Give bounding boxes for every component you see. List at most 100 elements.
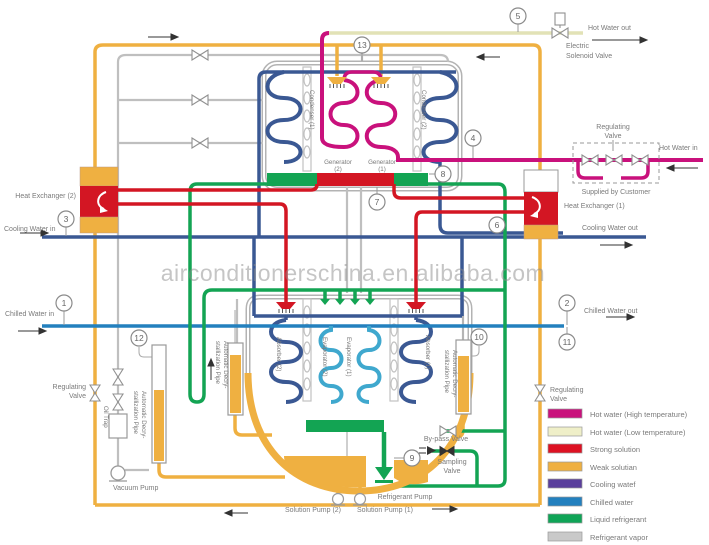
purge-valve-1 [191, 49, 209, 61]
evaporator-2-label: Evaporator (2) [321, 337, 328, 377]
generator-1-num: (1) [378, 166, 386, 173]
svg-text:Hot water (High temperature): Hot water (High temperature) [590, 410, 688, 419]
supplied-by-customer-label: Supplied by Customer [582, 189, 652, 196]
marker-12: 12 [130, 329, 148, 347]
diagram-labels: Hot Water out Electric Solenoid Valve Re… [4, 25, 698, 514]
lower-shell-absorber-evaporator [245, 294, 473, 375]
svg-text:12: 12 [134, 333, 144, 343]
svg-text:1: 1 [62, 298, 67, 308]
customer-regulating-valves [572, 140, 660, 184]
chilled-water-coils [318, 326, 382, 404]
sampling-valve-label-1: Sampling [437, 459, 466, 466]
purge-valve-3 [191, 137, 209, 149]
legend-item: Refrigerant vapor [547, 531, 648, 542]
svg-text:Cooling watef: Cooling watef [590, 480, 636, 489]
regulating-valve-top-label-2: Valve [605, 133, 622, 140]
vacuum-pump-label: Vacuum Pump [113, 485, 158, 492]
legend: Hot water (High temperature) Hot water (… [547, 408, 688, 542]
svg-text:Weak solutian: Weak solutian [590, 463, 637, 472]
heat-exchanger-2-block [79, 166, 119, 234]
marker-6: 6 [488, 216, 506, 234]
marker-3: 3 [57, 210, 75, 228]
hot-water-out-label: Hot Water out [588, 25, 631, 32]
cooling-water-pipes [42, 70, 646, 404]
svg-text:10: 10 [474, 332, 484, 342]
oil-trap-box [108, 413, 128, 439]
marker-1: 1 [55, 294, 73, 312]
svg-text:Refrigerant vapor: Refrigerant vapor [590, 533, 648, 542]
cooling-water-in-label: Cooling Water in [4, 226, 56, 233]
sampling-valve-label-2: Valve [444, 468, 461, 475]
svg-text:7: 7 [375, 197, 380, 207]
chilled-water-in-label: Chilled Water in [5, 311, 54, 318]
electric-solenoid-label-1: Electric [566, 43, 589, 50]
bypass-valve-label: By-pass Valve [424, 436, 468, 443]
regulating-valve-left-label-1: Regulating [53, 384, 87, 391]
svg-text:6: 6 [495, 220, 500, 230]
decry-left-outer-label-1: Automatic Decry- [140, 391, 147, 438]
vacuum-pump-symbol [109, 465, 127, 482]
regulating-valve-left [89, 384, 101, 402]
regulating-valve-left-label-2: Valve [69, 393, 86, 400]
solution-pump-1-label: Solution Pump (1) [357, 507, 413, 514]
purge-valve-2 [191, 94, 209, 106]
liquid-refrigerant-pipes [188, 182, 507, 488]
heat-exchanger-1-block [523, 169, 559, 240]
svg-text:3: 3 [64, 214, 69, 224]
generator-1-label: Generator [368, 159, 396, 166]
legend-item: Liquid refrigerant [547, 513, 647, 524]
absorber-1-label: Absorber (1) [424, 335, 431, 369]
decry-left-inner-label-2: stallization Pipe [214, 341, 221, 385]
svg-text:2: 2 [565, 298, 570, 308]
watermark-text: airconditionerschina.en.alibaba.com [161, 260, 545, 286]
legend-item: Chilled water [547, 496, 634, 507]
refrigerant-vapor-pipes [116, 53, 465, 472]
decry-left-inner-label-1: Automatic Decry- [222, 341, 229, 388]
strong-solution-pipes [118, 183, 524, 302]
electric-solenoid-label-2: Solenoid Valve [566, 53, 612, 60]
refrigerant-band-right [394, 173, 428, 186]
hot-water-high-pipes [320, 31, 703, 180]
heat-exchanger-2-label: Heat Exchanger (2) [15, 193, 76, 200]
marker-5: 5 [509, 7, 527, 25]
svg-text:Liquid refrigerant: Liquid refrigerant [590, 515, 647, 524]
flow-arrows [18, 33, 698, 517]
decrystallization-tubes [151, 339, 472, 464]
decry-right-label-2: stallization Pipe [443, 350, 450, 394]
chilled-water-out-label: Chilled Water out [584, 308, 637, 315]
svg-text:4: 4 [471, 133, 476, 143]
absorber-dome [244, 372, 474, 495]
numbered-markers: 1 2 3 4 5 6 7 8 9 10 11 12 13 [55, 7, 576, 467]
svg-text:Hot water (Low temperature): Hot water (Low temperature) [590, 428, 686, 437]
regulating-valve-right-label-1: Regulating [550, 387, 584, 394]
svg-text:8: 8 [441, 169, 446, 179]
marker-9: 9 [403, 449, 421, 467]
legend-item: Strong solution [547, 443, 640, 454]
strong-solution-band [317, 173, 394, 186]
evaporator-1-label: Evaporator (1) [345, 337, 352, 377]
upper-shell-condenser-generator [261, 60, 463, 192]
bypass-valve-symbol [439, 425, 457, 437]
oil-trap-label: Oil Trap [102, 406, 109, 428]
marker-8: 8 [434, 165, 452, 183]
marker-13: 13 [353, 36, 371, 54]
generator-2-label: Generator [324, 159, 352, 166]
condenser-1-label: Condenser (1) [308, 90, 315, 130]
svg-text:Strong solution: Strong solution [590, 445, 640, 454]
refrigerant-tray [306, 420, 384, 432]
generator-2-num: (2) [334, 166, 342, 173]
marker-stems [63, 24, 568, 459]
electric-solenoid-valve [551, 12, 569, 39]
refrigerant-pump-label: Refrigerant Pump [378, 494, 433, 501]
decry-right-label-1: Automatic Decry- [451, 350, 458, 397]
legend-item: Hot water (High temperature) [547, 408, 688, 419]
regulating-valve-top-label-1: Regulating [596, 124, 630, 131]
solution-sumps [284, 456, 428, 488]
solution-pump-2-label: Solution Pump (2) [285, 507, 341, 514]
marker-4: 4 [464, 129, 482, 147]
svg-text:9: 9 [410, 453, 415, 463]
legend-item: Weak solutian [547, 461, 637, 472]
marker-2: 2 [558, 294, 576, 312]
